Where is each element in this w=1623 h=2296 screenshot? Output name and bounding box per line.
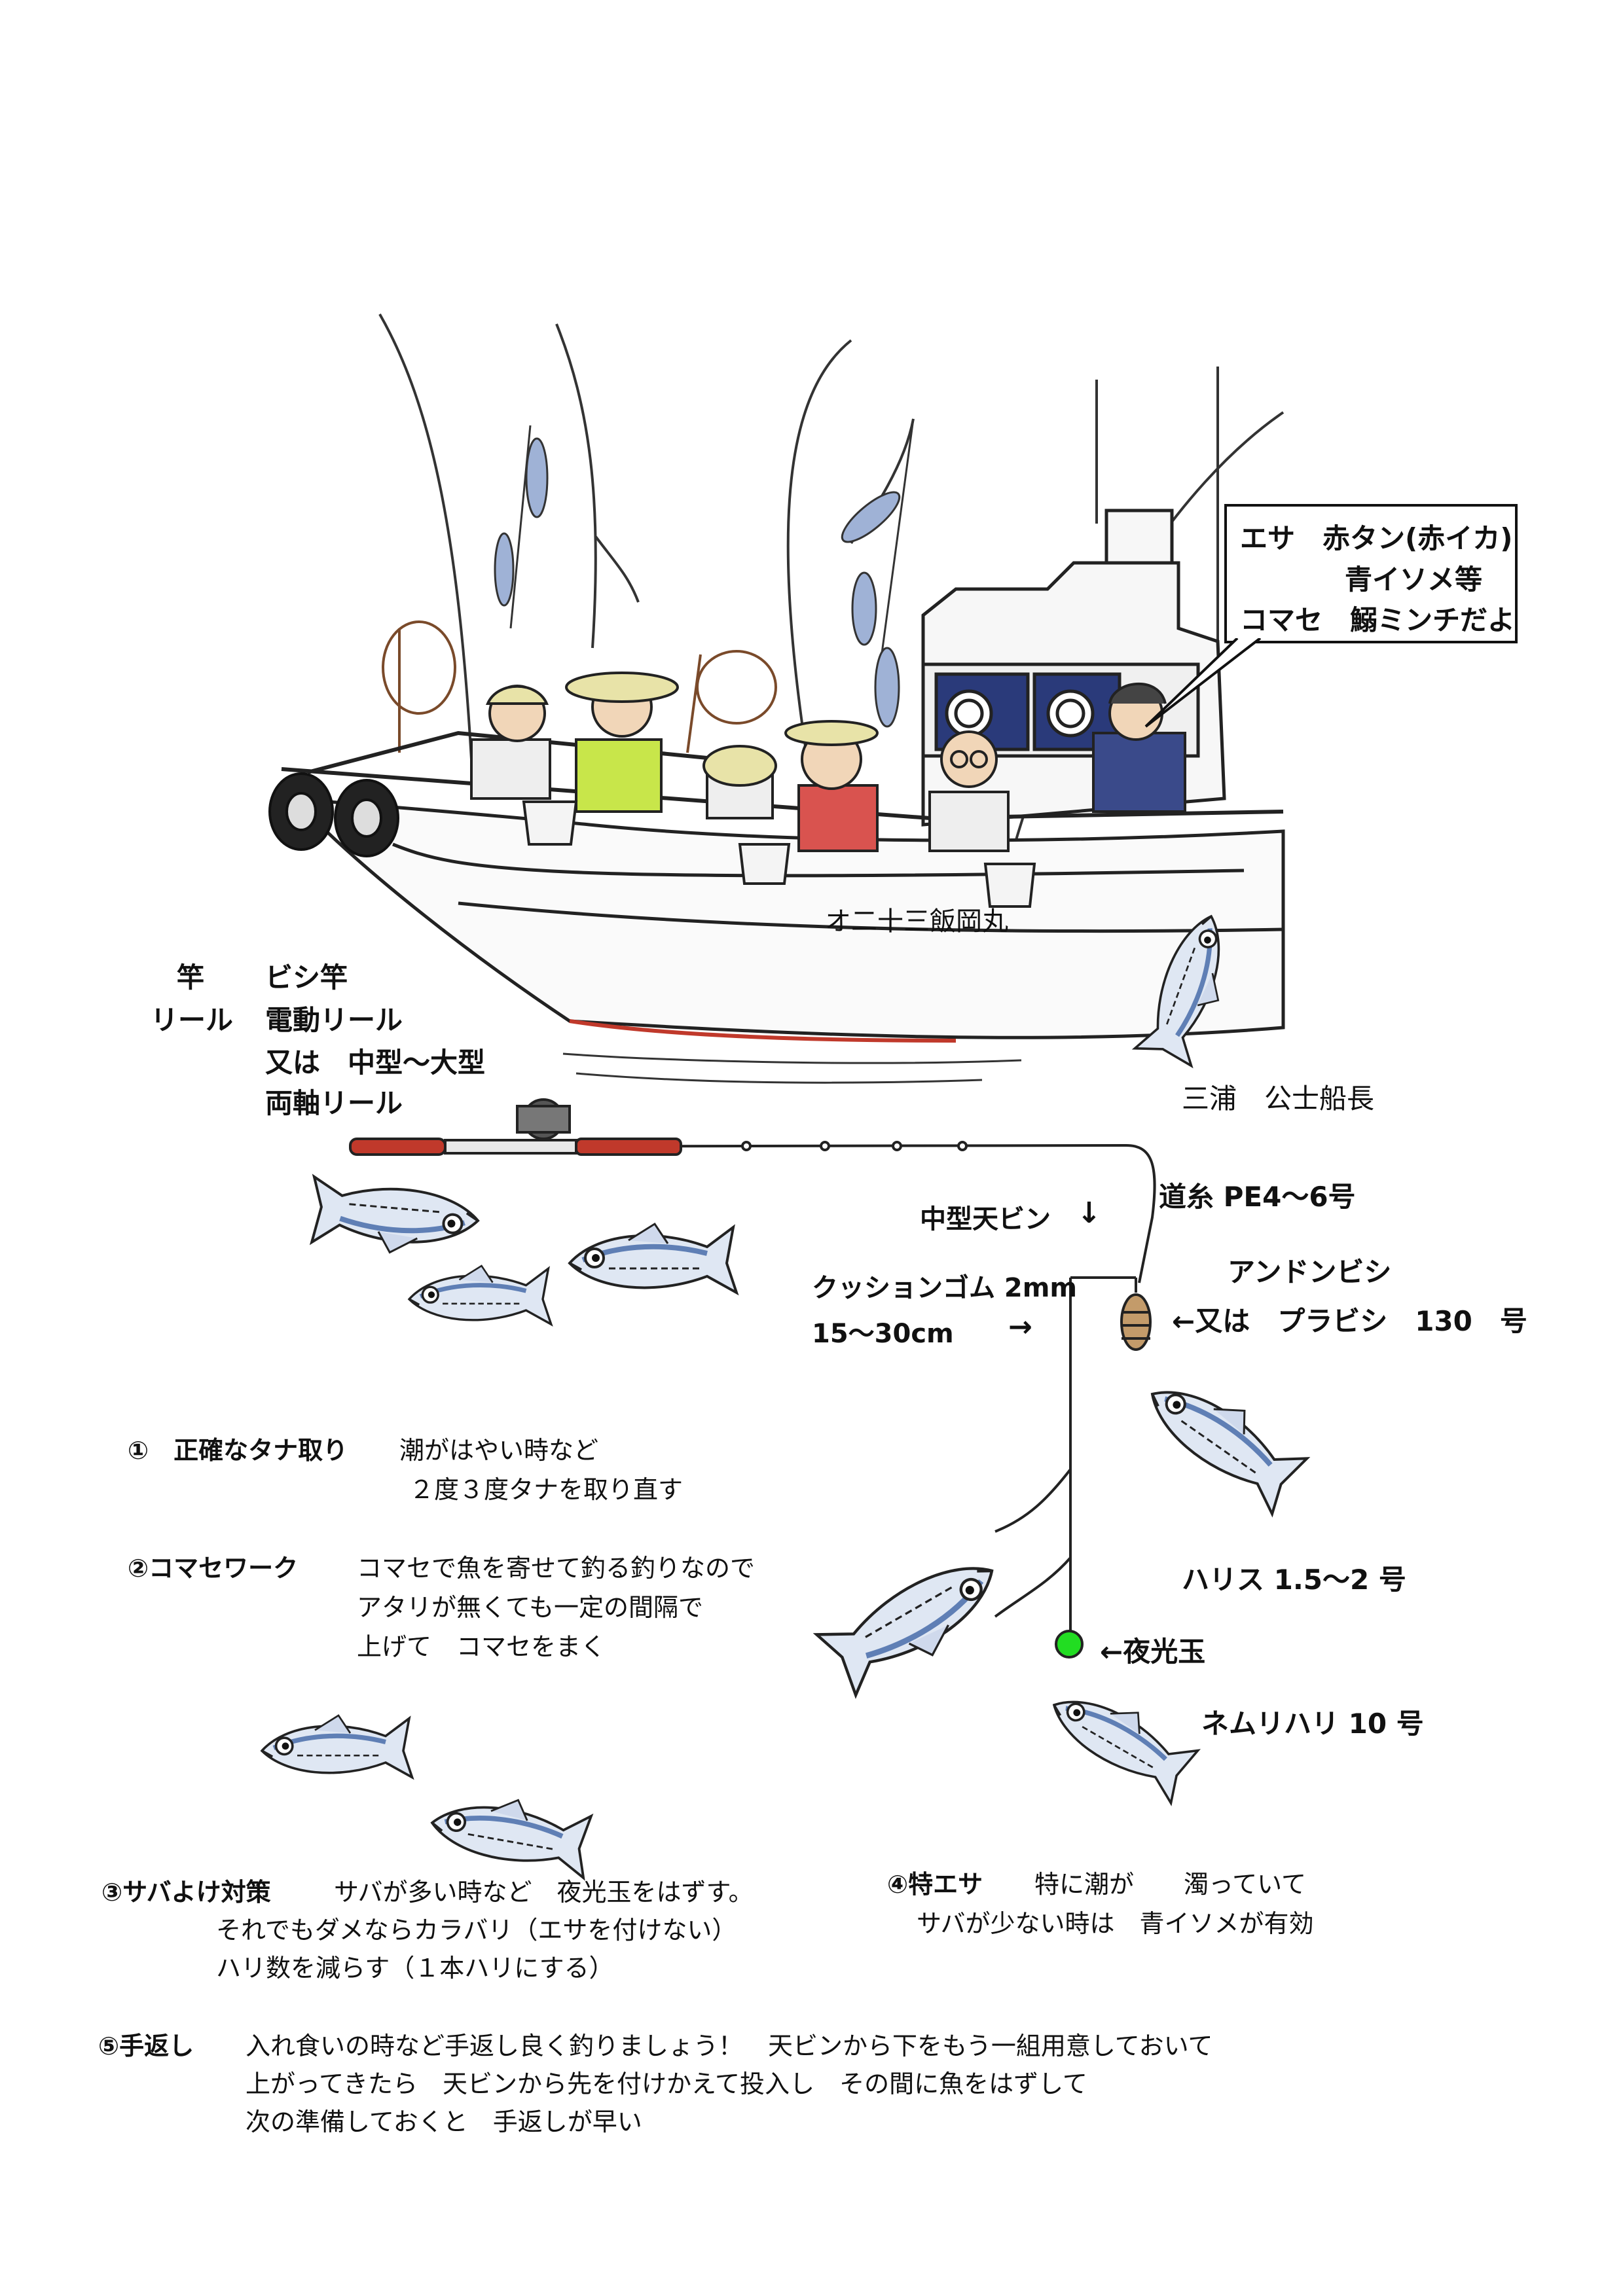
tip3-line3: ハリ数を減らす（１本ハリにする） bbox=[216, 1954, 614, 1982]
rod-label: 竿 bbox=[177, 961, 205, 994]
tip4-line1: 特に潮が 濁っていて bbox=[1034, 1870, 1306, 1899]
tip5-title: ⑤手返し bbox=[98, 2032, 194, 2060]
tip2-title: ②コマセワーク bbox=[128, 1554, 299, 1583]
speech-bubble: エサ 赤タン(赤イカ) 青イソメ等 コマセ 鰯ミンチだよ bbox=[1224, 504, 1518, 643]
tip5-line1: 入れ食いの時など手返し良く釣りましょう！ 天ビンから下をもう一組用意しておいて bbox=[246, 2032, 1213, 2060]
rod-and-reel bbox=[349, 1098, 1156, 1283]
cushion-arrow: → bbox=[1008, 1310, 1032, 1344]
tip4-title: ④特エサ bbox=[887, 1870, 983, 1899]
nets bbox=[382, 620, 777, 753]
glow-bead bbox=[1055, 1630, 1084, 1659]
tip1-title: ① 正確なタナ取り bbox=[128, 1436, 348, 1465]
tip3-line1: サバが多い時など 夜光玉をはずす。 bbox=[334, 1878, 754, 1907]
tip2-line3: 上げて コマセをまく bbox=[357, 1632, 606, 1661]
bubble-tail bbox=[1144, 638, 1262, 728]
tip3-title: ③サバよけ対策 bbox=[101, 1878, 271, 1907]
captain-name: 三浦 公士船長 bbox=[1182, 1083, 1375, 1115]
hook-label: ネムリハリ 10 号 bbox=[1201, 1708, 1424, 1740]
bubble-line-3: コマセ 鰯ミンチだよ bbox=[1240, 604, 1516, 636]
reel-value-3: 両軸リール bbox=[265, 1087, 403, 1119]
bubble-line-2: 青イソメ等 bbox=[1345, 564, 1483, 596]
captain-figure bbox=[1092, 682, 1186, 813]
harris-label: ハリス 1.5～2 号 bbox=[1182, 1564, 1406, 1596]
hanging-fish bbox=[494, 418, 915, 728]
reel-label: リール bbox=[151, 1004, 234, 1036]
tip2-line2: アタリが無くても一定の間隔で bbox=[357, 1593, 703, 1622]
tip1-line1: 潮がはやい時など bbox=[399, 1436, 599, 1465]
main-line-label: 道糸 PE4～6号 bbox=[1159, 1181, 1356, 1213]
anglers bbox=[470, 672, 1010, 852]
bubble-line-1: エサ 赤タン(赤イカ) bbox=[1240, 522, 1513, 554]
tip5-line2: 上がってきたら 天ビンから先を付けかえて投入し その間に魚をはずして bbox=[246, 2070, 1087, 2098]
sinker-label-1: アンドンビシ bbox=[1228, 1256, 1392, 1288]
tenbin-arrow: ↓ bbox=[1077, 1196, 1101, 1230]
tip3-line2: それでもダメならカラバリ（エサを付けない） bbox=[216, 1916, 737, 1945]
reel-value-2: 又は 中型～大型 bbox=[265, 1047, 486, 1079]
sinker-label-2: ←又は プラビシ 130 号 bbox=[1172, 1305, 1527, 1337]
tip5-line3: 次の準備しておくと 手返しが早い bbox=[246, 2108, 642, 2136]
buckets bbox=[522, 800, 1036, 908]
tenbin-label: 中型天ビン bbox=[920, 1204, 1051, 1234]
tip1-line2: ２度３度タナを取り直す bbox=[409, 1475, 684, 1504]
cushion-label-1: クッションゴム 2mm bbox=[812, 1273, 1078, 1303]
rod-value: ビシ竿 bbox=[265, 961, 348, 994]
cushion-label-2: 15～30cm bbox=[812, 1319, 954, 1349]
fish-drawings bbox=[262, 1177, 1311, 1878]
tip4-line2: サバが少ない時は 青イソメが有効 bbox=[917, 1909, 1314, 1938]
tip2-line1: コマセで魚を寄せて釣る釣りなので bbox=[357, 1554, 756, 1583]
boat-name: オ二十三飯岡丸 bbox=[825, 906, 1008, 937]
boat-tires bbox=[268, 772, 399, 857]
rig bbox=[994, 1276, 1152, 1636]
reel-value-1: 電動リール bbox=[265, 1004, 403, 1036]
glow-bead-label: ←夜光玉 bbox=[1100, 1636, 1206, 1668]
